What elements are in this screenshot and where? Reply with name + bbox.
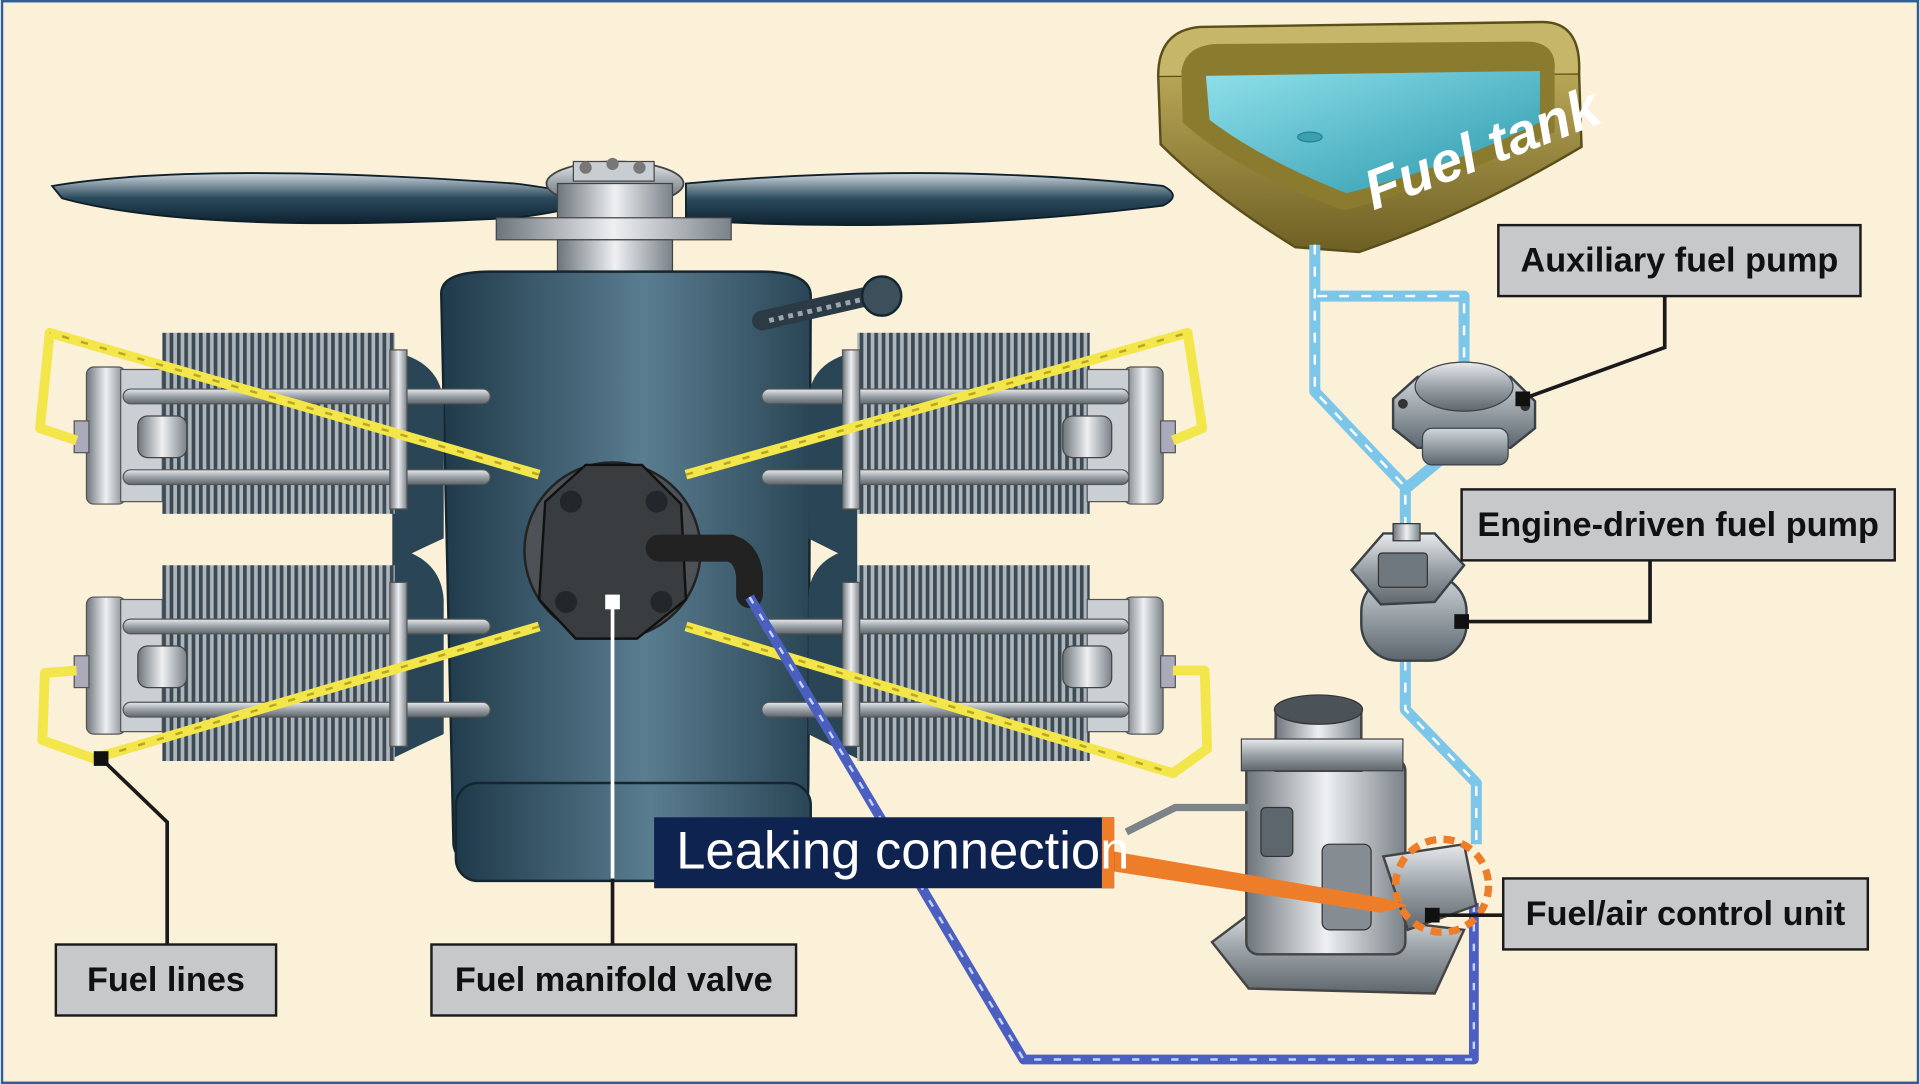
auxiliary-fuel-pump <box>1391 361 1537 466</box>
callout-fuel-air-control-unit-text: Fuel/air control unit <box>1526 895 1846 933</box>
propeller <box>50 157 1174 278</box>
callout-auxiliary-fuel-pump: Auxiliary fuel pump <box>1497 223 1862 298</box>
leak-pointer <box>1111 851 1408 913</box>
callout-leaking-connection-text: Leaking connection <box>676 822 1129 881</box>
fuel-air-control-unit <box>1124 694 1478 995</box>
callout-auxiliary-fuel-pump-text: Auxiliary fuel pump <box>1520 242 1838 280</box>
leader-lines <box>99 296 1667 945</box>
callout-fuel-manifold-valve-text: Fuel manifold valve <box>455 961 773 999</box>
callout-fuel-air-control-unit: Fuel/air control unit <box>1502 877 1870 951</box>
fuel-tank <box>1156 20 1583 254</box>
cylinder-lower-right <box>761 565 1176 762</box>
callout-leaking-connection: Leaking connection <box>654 817 1129 889</box>
callout-fuel-manifold-valve: Fuel manifold valve <box>430 943 798 1017</box>
fuel-manifold-valve <box>523 461 764 640</box>
callout-fuel-lines: Fuel lines <box>54 943 278 1017</box>
callout-fuel-lines-text: Fuel lines <box>87 961 245 999</box>
leak-marker-ring <box>1391 835 1493 936</box>
callout-engine-driven-fuel-pump-text: Engine-driven fuel pump <box>1477 506 1879 544</box>
fuel-tank-fuel <box>1205 70 1540 194</box>
callout-engine-driven-fuel-pump: Engine-driven fuel pump <box>1460 488 1896 562</box>
engine-driven-fuel-pump <box>1349 523 1468 662</box>
